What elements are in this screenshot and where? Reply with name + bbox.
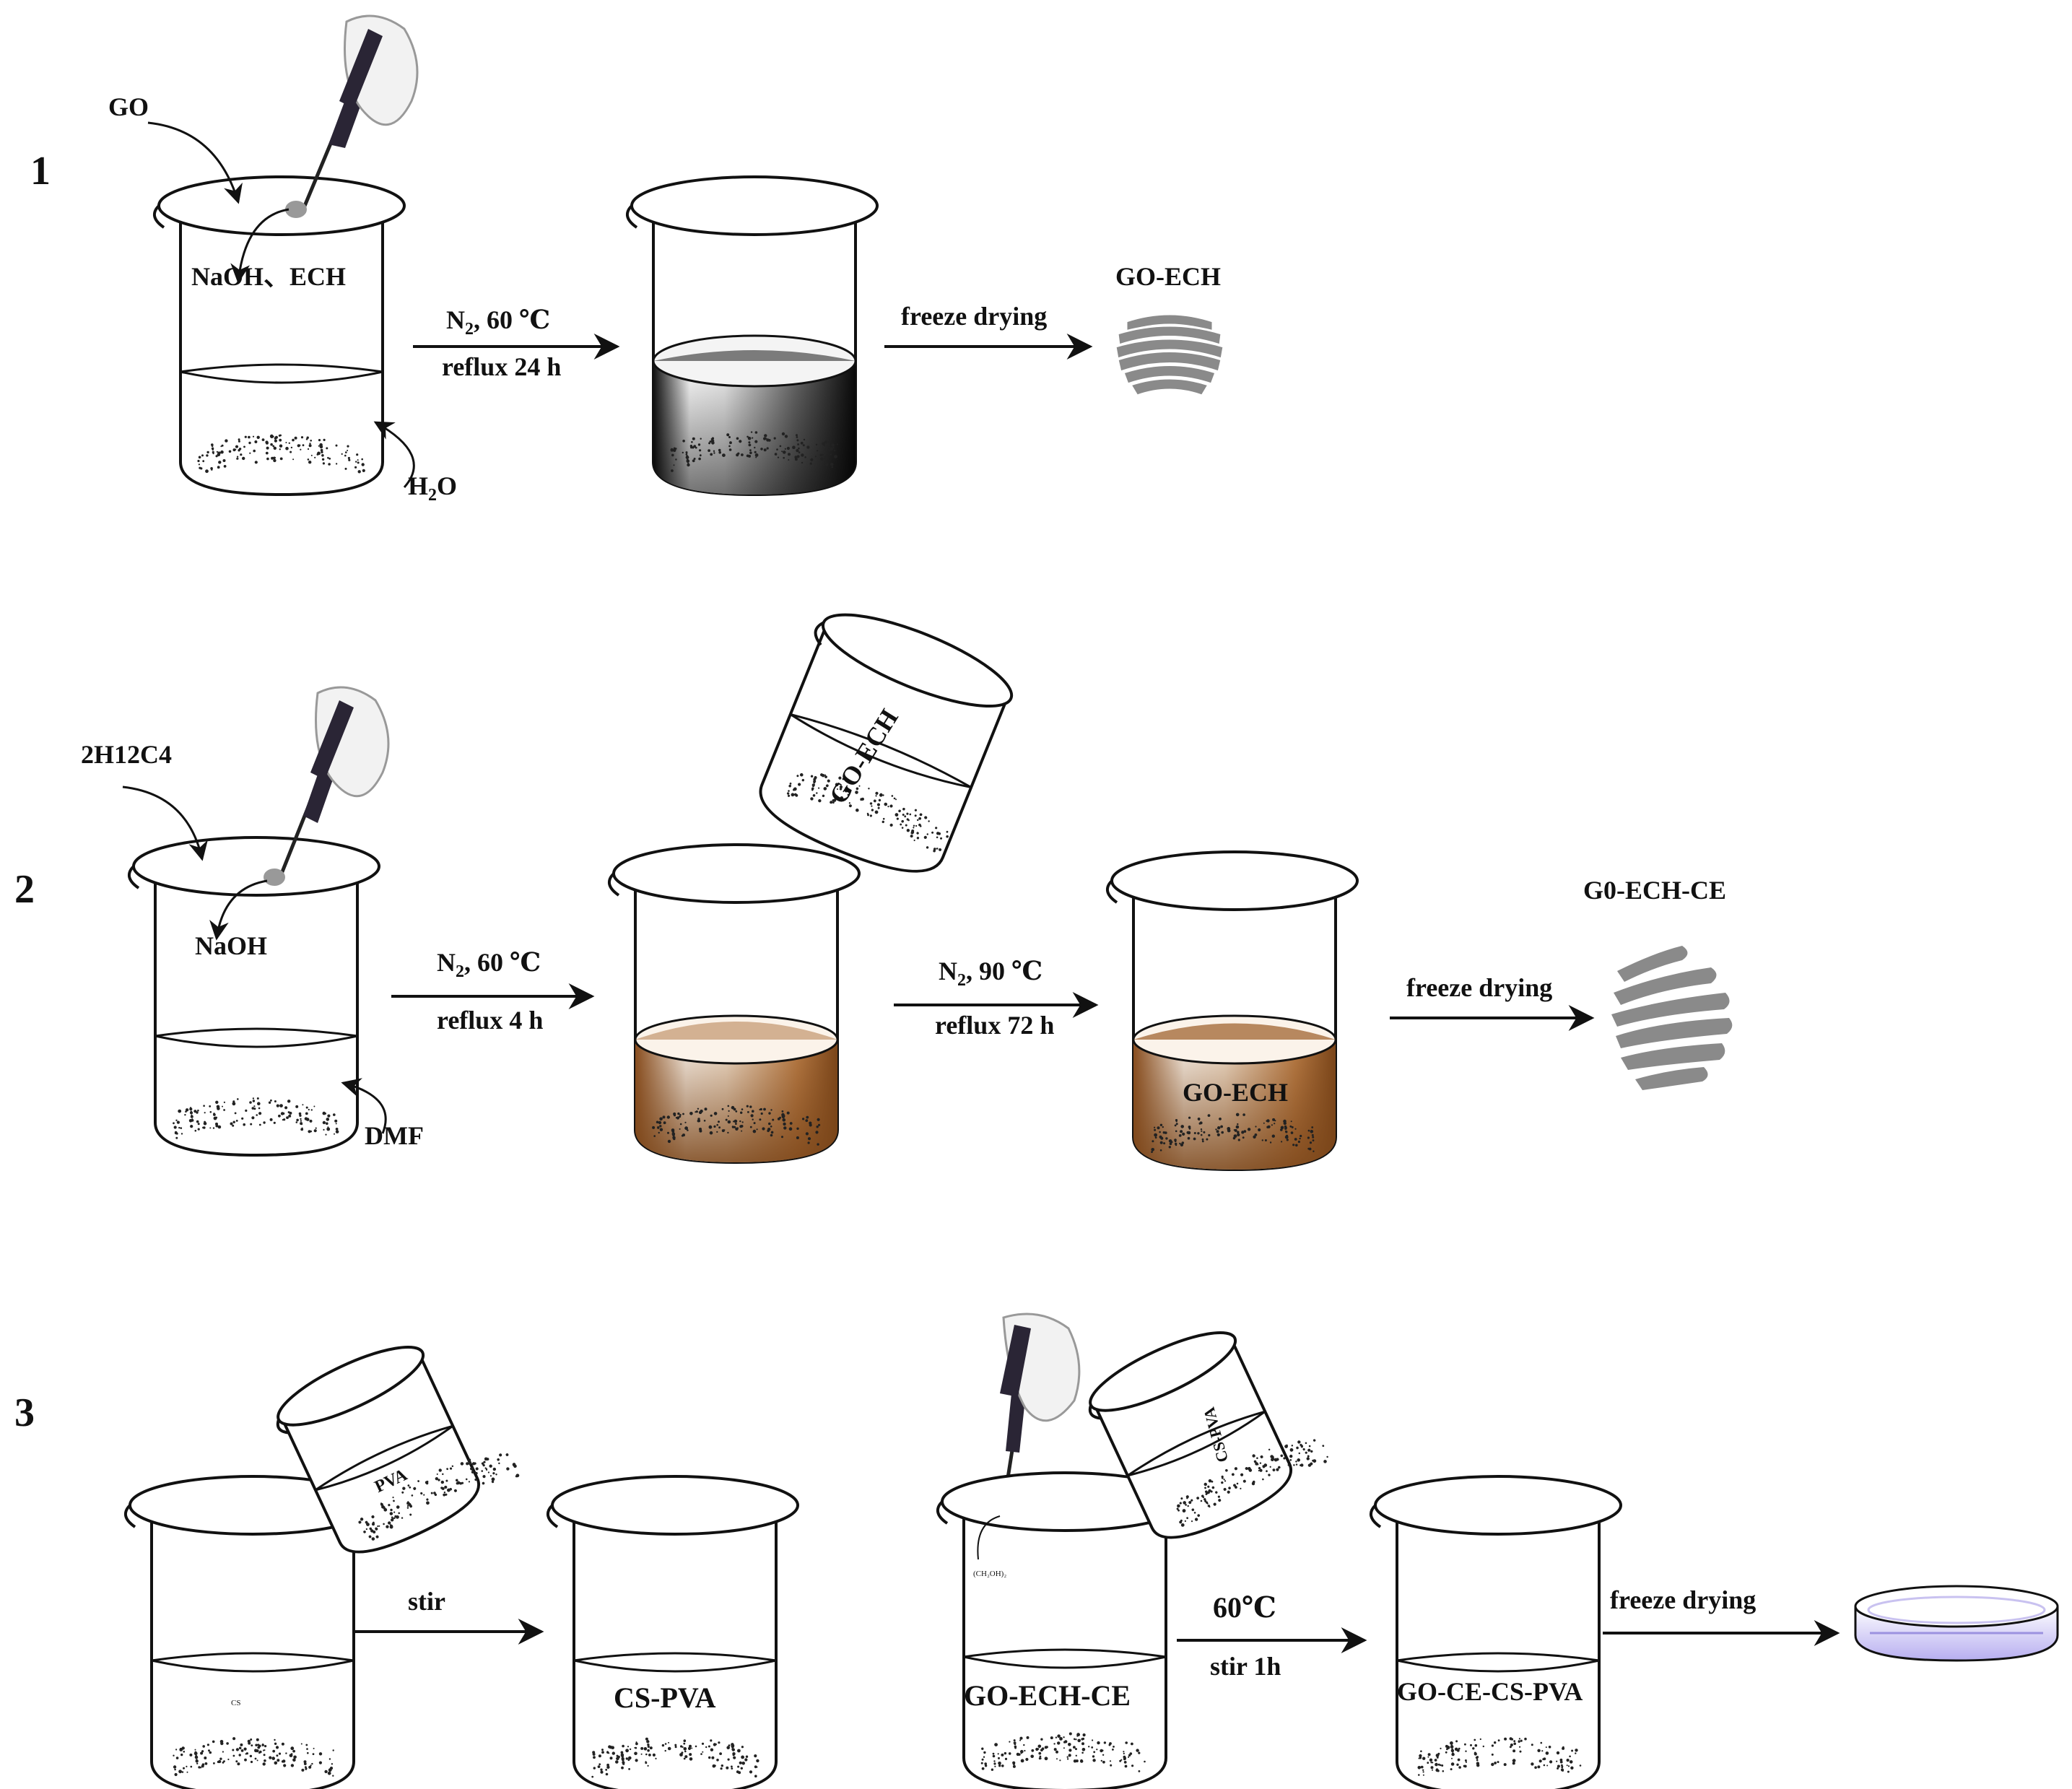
sediment bbox=[980, 1732, 1146, 1772]
row3-beaker-1 bbox=[123, 1475, 377, 1789]
sediment bbox=[173, 1097, 339, 1139]
row2-reagent-pointer bbox=[209, 879, 268, 941]
row3-arrow1-label: stir bbox=[408, 1587, 445, 1616]
row2-arrow3-label: freeze drying bbox=[1406, 973, 1552, 1002]
sediment bbox=[1417, 1737, 1582, 1776]
sediment bbox=[1151, 1113, 1315, 1153]
row3-beaker-3 bbox=[936, 1471, 1189, 1789]
row3-cspva-beaker: CS-PVA bbox=[1088, 1331, 1328, 1539]
row2-arrow2-top: N2, 90 ℃ bbox=[939, 957, 1042, 990]
row3-cs-label: CS bbox=[231, 1699, 240, 1707]
row3-petri-dish bbox=[1854, 1585, 2059, 1662]
sediment bbox=[197, 434, 365, 474]
row2-solvent-pointer bbox=[341, 1078, 387, 1134]
row1-product-sheets bbox=[1114, 313, 1225, 397]
sediment bbox=[173, 1737, 334, 1777]
row1-arrow2-label: freeze drying bbox=[901, 302, 1047, 331]
row2-arrow2-bottom: reflux 72 h bbox=[935, 1011, 1054, 1040]
row2-arrow1-top: N2, 60 ℃ bbox=[437, 948, 541, 981]
row3-mix-label: CS-PVA bbox=[614, 1681, 716, 1714]
step-number-3: 3 bbox=[14, 1390, 35, 1435]
row1-go-pointer bbox=[147, 121, 243, 204]
row3-glycol-label: (CH₂OH)₂ bbox=[973, 1570, 1006, 1578]
row2-crown-label: 2H12C4 bbox=[81, 740, 172, 769]
row1-reagent-label: NaOH、ECH bbox=[191, 262, 346, 291]
row1-water-label: H2O bbox=[408, 471, 457, 505]
row2-pipette bbox=[264, 686, 390, 886]
row2-solvent-label: DMF bbox=[365, 1121, 424, 1150]
row2-reagent-label: NaOH bbox=[195, 931, 267, 960]
row3-beaker-2 bbox=[546, 1475, 799, 1789]
sediment bbox=[591, 1737, 759, 1778]
row3-beaker-4 bbox=[1369, 1475, 1622, 1789]
row1-arrow1-bottom: reflux 24 h bbox=[442, 352, 561, 381]
row3-beaker3-label: GO-ECH-CE bbox=[964, 1679, 1131, 1712]
row3-glycol-pointer bbox=[977, 1515, 1001, 1560]
row2-beaker-2 bbox=[607, 843, 861, 1165]
row2-crown-pointer bbox=[122, 785, 208, 861]
row3-arrow2-top: 60℃ bbox=[1213, 1591, 1276, 1624]
row1-beaker-1 bbox=[152, 175, 406, 497]
step-number-1: 1 bbox=[30, 149, 51, 193]
row1-arrow1-top: N2, 60 ℃ bbox=[446, 305, 550, 339]
row1-beaker-2 bbox=[625, 175, 879, 497]
row2-beaker-3 bbox=[1105, 850, 1359, 1172]
row1-go-label: GO bbox=[108, 92, 149, 121]
row3-arrow2-bottom: stir 1h bbox=[1210, 1652, 1281, 1681]
row1-reagent-pointer bbox=[230, 208, 290, 284]
row2-product-sheets bbox=[1611, 946, 1733, 1090]
row3-arrow3-label: freeze drying bbox=[1610, 1585, 1756, 1614]
sediment bbox=[786, 772, 949, 853]
sediment bbox=[670, 431, 838, 472]
sediment bbox=[652, 1105, 821, 1146]
row2-beaker3-label: GO-ECH bbox=[1183, 1078, 1288, 1107]
sediment bbox=[358, 1453, 520, 1541]
row3-pva-beaker: PVA bbox=[276, 1345, 520, 1554]
row2-arrow1-bottom: reflux 4 h bbox=[437, 1006, 543, 1035]
row3-beaker4-label: GO-CE-CS-PVA bbox=[1397, 1677, 1583, 1706]
row1-water-pointer bbox=[373, 421, 415, 488]
row2-product-label: G0-ECH-CE bbox=[1583, 876, 1726, 905]
step-number-2: 2 bbox=[14, 867, 35, 912]
sediment bbox=[1176, 1439, 1328, 1527]
row2-pour-beaker: GO-ECH bbox=[759, 613, 1014, 873]
row1-pipette bbox=[285, 14, 419, 218]
row1-product-label: GO-ECH bbox=[1115, 262, 1221, 291]
